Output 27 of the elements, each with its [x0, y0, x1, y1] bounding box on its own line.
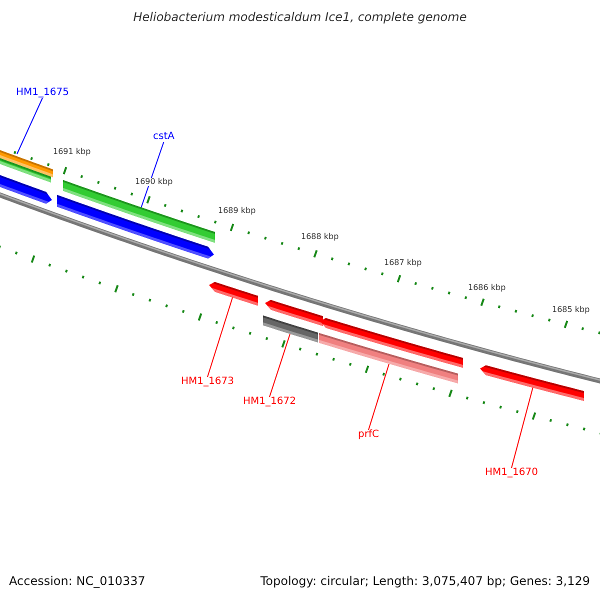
gene-label: HM1_1670	[485, 468, 538, 478]
gene-bar	[57, 194, 214, 259]
gene-label: HM1_1672	[243, 397, 296, 407]
gene-label: prfC	[358, 430, 379, 440]
accession-text: Accession: NC_010337	[9, 575, 146, 587]
leader-line	[268, 334, 290, 398]
gene-label: HM1_1673	[181, 377, 234, 387]
scale-label: 1688 kbp	[301, 233, 339, 241]
gene-label: HM1_1675	[16, 88, 69, 98]
gene-bar	[319, 332, 458, 384]
leader-line	[206, 296, 234, 378]
leader-line	[368, 364, 390, 430]
leader-line	[16, 98, 43, 154]
scale-label: 1686 kbp	[468, 284, 506, 292]
title: Heliobacterium modesticaldum Ice1, complete genome	[132, 11, 468, 23]
scale-label: 1685 kbp	[552, 306, 590, 314]
scale-label: 1691 kbp	[53, 148, 91, 156]
genome-info-text: Topology: circular; Length: 3,075,407 bp; Genes: 3,129	[260, 575, 590, 587]
leader-line	[510, 386, 534, 468]
scale-label: 1690 kbp	[135, 178, 173, 186]
gene-label: cstA	[153, 132, 174, 142]
leader-line	[140, 142, 164, 208]
gene-bar	[0, 173, 52, 204]
scale-label: 1689 kbp	[218, 207, 256, 215]
scale-label: 1687 kbp	[384, 259, 422, 267]
gene-bar	[209, 282, 258, 306]
gene-bar	[480, 365, 584, 401]
